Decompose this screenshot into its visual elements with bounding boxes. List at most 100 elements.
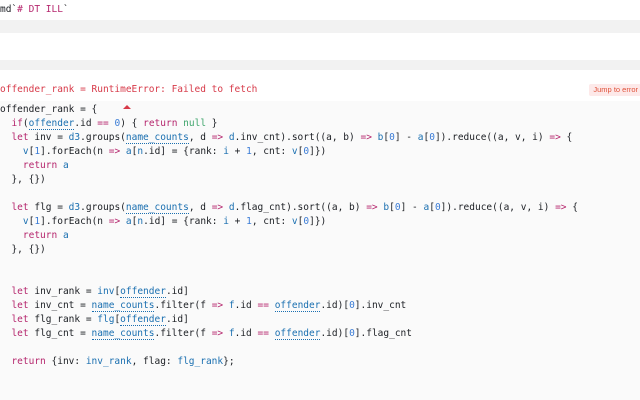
code-token: f <box>200 328 212 339</box>
code-token: offender <box>28 118 75 130</box>
code-token <box>0 118 11 129</box>
code-token: null <box>183 118 207 129</box>
code-token: ].inv_cnt <box>354 300 407 311</box>
md-suffix: ` <box>62 4 69 15</box>
code-token: offender_rank <box>0 104 75 115</box>
code-token <box>0 286 11 297</box>
code-token: f <box>200 300 212 311</box>
empty-cell[interactable] <box>0 33 640 60</box>
code-token: }; <box>223 356 235 367</box>
code-token: 0 <box>349 300 355 311</box>
code-line-15: return {inv: inv_rank, flag: flg_rank}; <box>0 355 235 369</box>
code-token: v <box>291 146 298 157</box>
code-token: d3 <box>68 132 81 143</box>
code-line-9: return a <box>0 229 69 243</box>
error-caret-icon <box>123 105 131 109</box>
code-token: flg_cnt = <box>28 328 92 339</box>
code-token: [ <box>131 146 138 157</box>
code-token: ].flag_cnt <box>354 328 412 339</box>
code-token <box>0 146 23 157</box>
code-token <box>269 300 275 311</box>
code-token: [ <box>114 286 121 297</box>
code-token: .id)[ <box>320 328 350 339</box>
code-token: ] - <box>394 132 418 143</box>
code-token <box>0 314 11 325</box>
code-token: n <box>137 146 144 157</box>
code-line-8: v[1].forEach(n => a[n.id] = {rank: i + 1… <box>0 215 326 229</box>
code-token: == <box>97 118 109 129</box>
code-token: v <box>22 216 29 227</box>
code-editor[interactable]: offender_rank = { if(offender.id == 0) {… <box>0 101 640 400</box>
code-token: offender <box>120 314 166 326</box>
code-line-13: let flg_rank = flg[offender.id] <box>0 313 189 327</box>
code-token <box>0 230 23 241</box>
code-token <box>0 132 11 143</box>
code-token: a <box>125 216 132 227</box>
code-token: => <box>360 132 372 143</box>
code-token: + <box>228 216 247 227</box>
code-token: flg_rank = <box>28 314 98 325</box>
code-token: .id <box>74 118 98 129</box>
code-token: a <box>62 230 69 241</box>
code-token: .groups( <box>80 132 126 143</box>
code-token: .id <box>234 328 258 339</box>
code-token: return <box>22 160 58 171</box>
code-line-7: let flg = d3.groups(name_counts, d => d.… <box>0 201 578 215</box>
code-token: [ <box>28 216 35 227</box>
code-token: inv_rank <box>85 356 132 367</box>
error-message: = RuntimeError: Failed to fetch <box>74 84 258 95</box>
code-token: .groups( <box>80 202 126 213</box>
code-token: 0 <box>303 216 310 227</box>
code-token: a <box>125 146 132 157</box>
code-token: [ <box>297 216 304 227</box>
code-token: [ <box>114 314 121 325</box>
code-token: v <box>291 216 298 227</box>
code-token: } <box>206 118 218 129</box>
code-token: let <box>11 202 29 213</box>
code-token: inv_cnt = <box>28 300 92 311</box>
code-token: 0 <box>434 202 441 213</box>
code-token: ]).reduce((a, v, i) <box>440 202 556 213</box>
code-token: flg = <box>28 202 69 213</box>
code-token: {inv: <box>45 356 86 367</box>
code-token: offender <box>120 286 166 298</box>
code-token: return <box>11 356 46 367</box>
code-line-14: let flg_cnt = name_counts.filter(f => f.… <box>0 327 412 341</box>
error-output: offender_rank = RuntimeError: Failed to … <box>0 83 257 97</box>
code-token: ].forEach(n <box>40 216 109 227</box>
code-token: [ <box>423 132 430 143</box>
code-token: f <box>228 300 235 311</box>
code-token: offender <box>274 328 321 340</box>
code-token: if <box>11 118 23 129</box>
code-token: }, {}) <box>0 244 46 255</box>
code-token: [ <box>131 216 138 227</box>
code-token: , d <box>188 132 212 143</box>
code-token: 1 <box>246 216 252 227</box>
code-line-5: return a <box>0 159 69 173</box>
code-token: a <box>62 160 69 171</box>
code-token: .id] <box>165 314 189 325</box>
code-token: name_counts <box>91 328 155 340</box>
code-token: => <box>211 300 224 311</box>
code-token: let <box>11 300 29 311</box>
code-token: == <box>257 300 269 311</box>
code-token: let <box>11 132 29 143</box>
code-token <box>269 328 275 339</box>
md-heading: # DT ILL <box>17 4 63 15</box>
code-token <box>0 328 11 339</box>
code-token <box>0 300 11 311</box>
code-token: flg_rank <box>177 356 224 367</box>
code-token: => <box>108 146 121 157</box>
code-line-2: if(offender.id == 0) { return null } <box>0 117 218 131</box>
code-token: let <box>11 314 29 325</box>
error-cell[interactable]: offender_rank = RuntimeError: Failed to … <box>0 70 640 400</box>
code-token <box>0 216 23 227</box>
code-token: .flag_cnt).sort((a, b) <box>234 202 367 213</box>
code-line-1: offender_rank = { <box>0 103 97 117</box>
code-token: inv <box>97 286 115 297</box>
code-token: b <box>377 132 384 143</box>
code-token: let <box>11 286 29 297</box>
jump-to-error-button[interactable]: Jump to error <box>589 84 640 96</box>
markdown-cell[interactable]: md`# DT ILL` <box>0 0 640 20</box>
code-token: , cnt: <box>251 216 292 227</box>
